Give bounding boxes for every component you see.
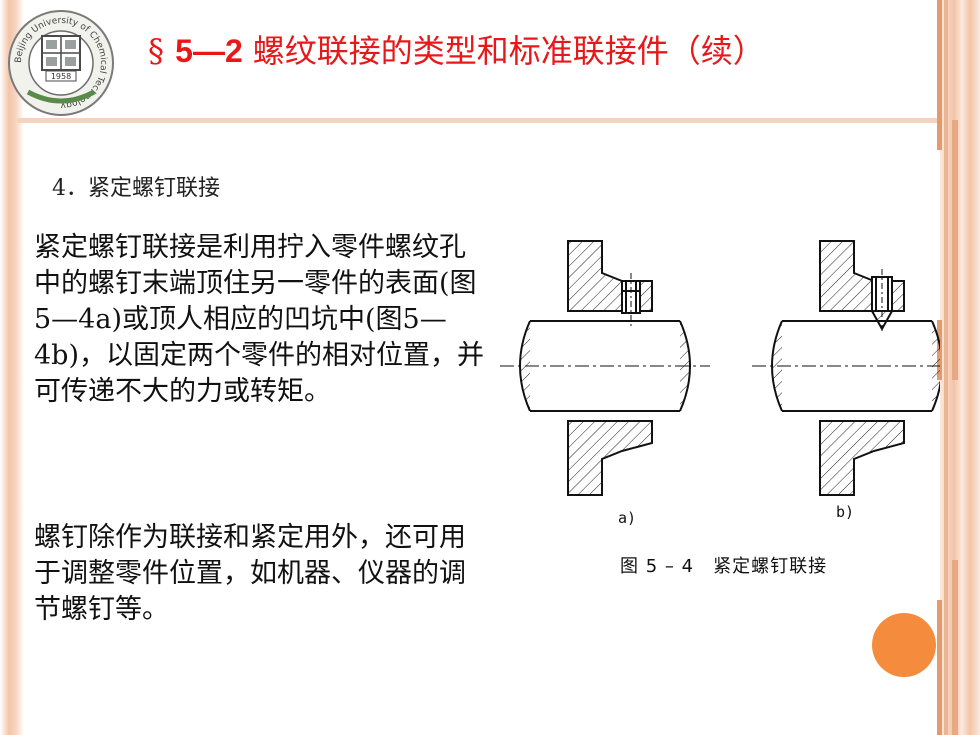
figure-caption: 图 5 – 4 紧定螺钉联接 [620,556,828,577]
body-paragraph-1: 紧定螺钉联接是利用拧入零件螺纹孔中的螺钉末端顶住另一零件的表面(图5—4a)或顶… [34,232,484,407]
header-divider [17,118,980,123]
frame-stripe [937,0,942,150]
university-seal-icon: Beijing University of Chemical Technolog… [6,8,116,118]
body-paragraph-2: 螺钉除作为联接和紧定用外，还可用于调整零件位置，如机器、仪器的调节螺钉等。 [34,522,466,625]
section-subtitle: 4．紧定螺钉联接 [52,176,220,201]
figure-b-drawing [752,240,943,496]
figure-a-drawing [500,240,710,496]
orange-circle-icon [872,613,936,677]
frame-stripe [952,120,958,380]
frame-stripe [944,0,948,735]
figure-label-b: b) [836,503,855,521]
section-symbol: § [148,32,164,70]
logo-year: 1958 [51,72,71,81]
figure-label-a: a) [618,509,637,527]
set-screw-figure: a) b) [500,233,943,593]
frame-stripe [952,560,958,735]
frame-stripe [937,600,942,735]
title-text: 螺纹联接的类型和标准联接件（续） [252,32,765,70]
section-number: 5—2 [175,33,243,69]
